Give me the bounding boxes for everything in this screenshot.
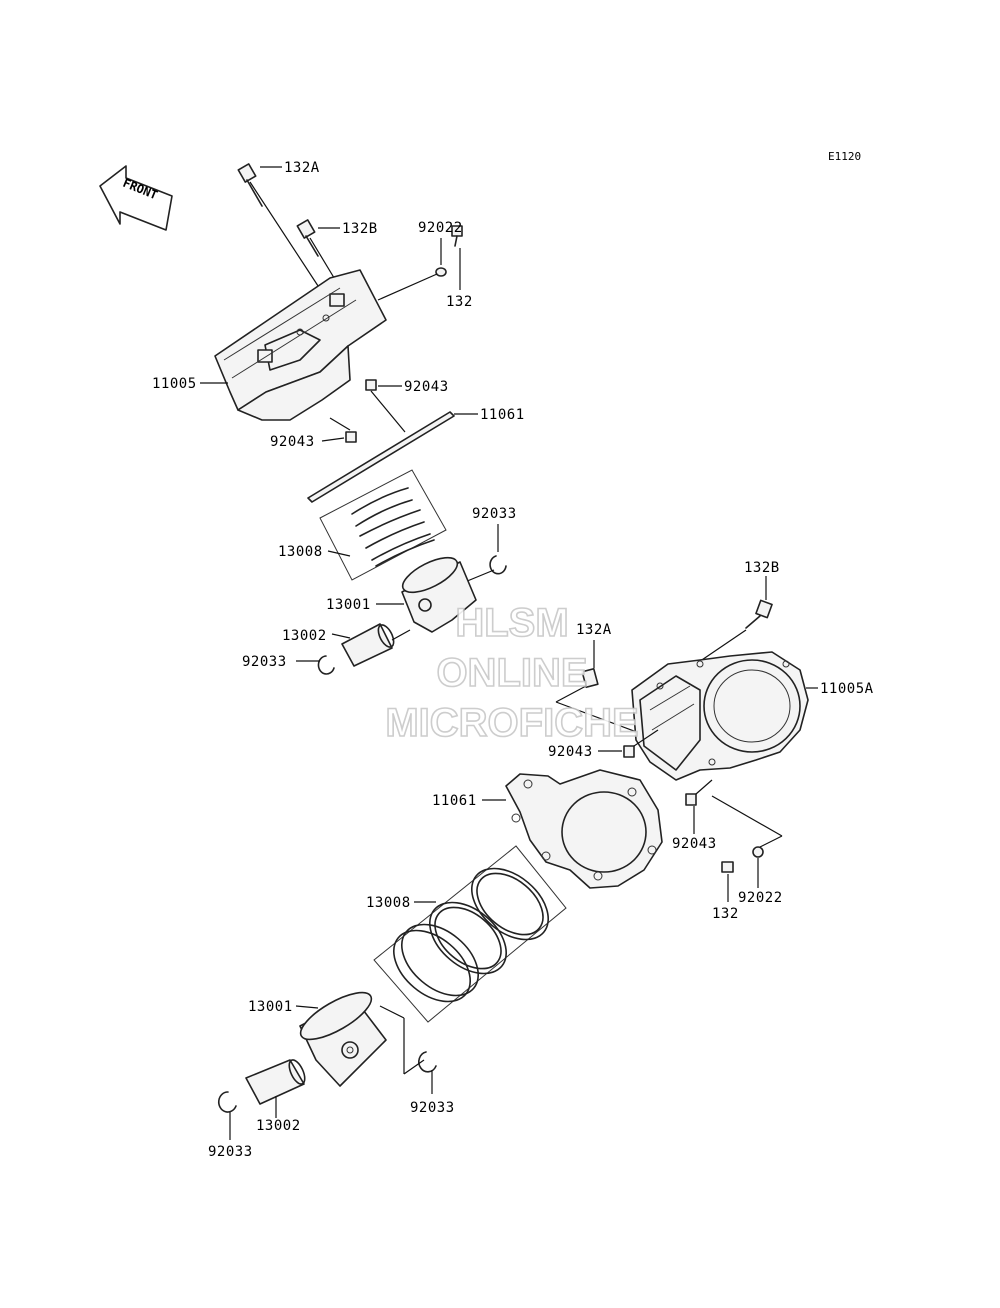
diagram-code: E1120 bbox=[828, 150, 861, 163]
label-92043-rear-left: 92043 bbox=[548, 744, 593, 760]
piston-rings-13008-rear bbox=[373, 845, 567, 1023]
front-arrow-label: FRONT bbox=[121, 176, 160, 203]
cylinder-block-11005a bbox=[631, 651, 818, 781]
gasket-11061-rear bbox=[482, 769, 663, 889]
washer-92022-rear bbox=[711, 795, 783, 888]
gasket-11061-top bbox=[307, 411, 478, 503]
label-92033-rear-left: 92033 bbox=[208, 1144, 253, 1160]
dowel-92043-rear-right bbox=[685, 779, 713, 834]
bolt-132a-rear bbox=[555, 640, 643, 735]
snap-ring-92033-rear-left bbox=[217, 1091, 237, 1140]
label-11061-rear: 11061 bbox=[432, 793, 477, 809]
label-11061-top: 11061 bbox=[480, 407, 525, 423]
snap-ring-92033-rear-right bbox=[403, 1051, 437, 1094]
piston-pin-13002-top bbox=[331, 623, 411, 667]
label-13002-rear: 13002 bbox=[256, 1118, 301, 1134]
snap-ring-92033-top-right bbox=[459, 524, 507, 585]
label-132a-rear: 132A bbox=[576, 622, 612, 638]
cylinder-block-11005 bbox=[214, 269, 387, 421]
bolt-132-top bbox=[451, 225, 463, 290]
label-92043-rear-right: 92043 bbox=[672, 836, 717, 852]
washer-92022-top bbox=[377, 238, 447, 301]
label-92022-rear: 92022 bbox=[738, 890, 783, 906]
label-13008-rear: 13008 bbox=[366, 895, 411, 911]
bolt-132-rear bbox=[721, 861, 734, 902]
watermark-line-1: HLSM bbox=[455, 601, 568, 645]
watermark-line-2: ONLINE bbox=[436, 651, 587, 695]
label-13002-top: 13002 bbox=[282, 628, 327, 644]
label-132b-top: 132B bbox=[342, 221, 378, 237]
label-13001-top: 13001 bbox=[326, 597, 371, 613]
label-13008-top: 13008 bbox=[278, 544, 323, 560]
bolt-132a-top bbox=[237, 163, 323, 293]
dowel-92043-rear-left bbox=[598, 729, 659, 758]
piston-pin-13002-rear bbox=[245, 1059, 306, 1118]
snap-ring-92033-top-left bbox=[296, 655, 335, 675]
label-11005: 11005 bbox=[152, 376, 197, 392]
dowel-92043-top-left bbox=[321, 417, 357, 443]
part-labels: 132A 132B 92022 132 11005 92043 11061 92… bbox=[152, 160, 874, 1160]
piston-rings-13008-top bbox=[319, 469, 447, 581]
front-arrow-icon: FRONT bbox=[99, 165, 173, 231]
label-132-rear: 132 bbox=[712, 906, 739, 922]
label-92033-top-right: 92033 bbox=[472, 506, 517, 522]
label-11005a: 11005A bbox=[820, 681, 874, 697]
label-92043-top-right: 92043 bbox=[404, 379, 449, 395]
label-132a-top: 132A bbox=[284, 160, 320, 176]
piston-13001-top bbox=[376, 556, 477, 633]
dowel-92043-top-right bbox=[365, 379, 406, 433]
label-132-top: 132 bbox=[446, 294, 473, 310]
watermark-line-3: MICROFICHE bbox=[385, 701, 638, 745]
label-132b-rear: 132B bbox=[744, 560, 780, 576]
label-13001-rear: 13001 bbox=[248, 999, 293, 1015]
label-92022-top: 92022 bbox=[418, 220, 463, 236]
watermark: HLSM ONLINE MICROFICHE bbox=[385, 600, 640, 746]
label-92043-top-left: 92043 bbox=[270, 434, 315, 450]
piston-13001-rear bbox=[295, 991, 405, 1087]
label-92033-rear-right: 92033 bbox=[410, 1100, 455, 1116]
label-92033-top-left: 92033 bbox=[242, 654, 287, 670]
